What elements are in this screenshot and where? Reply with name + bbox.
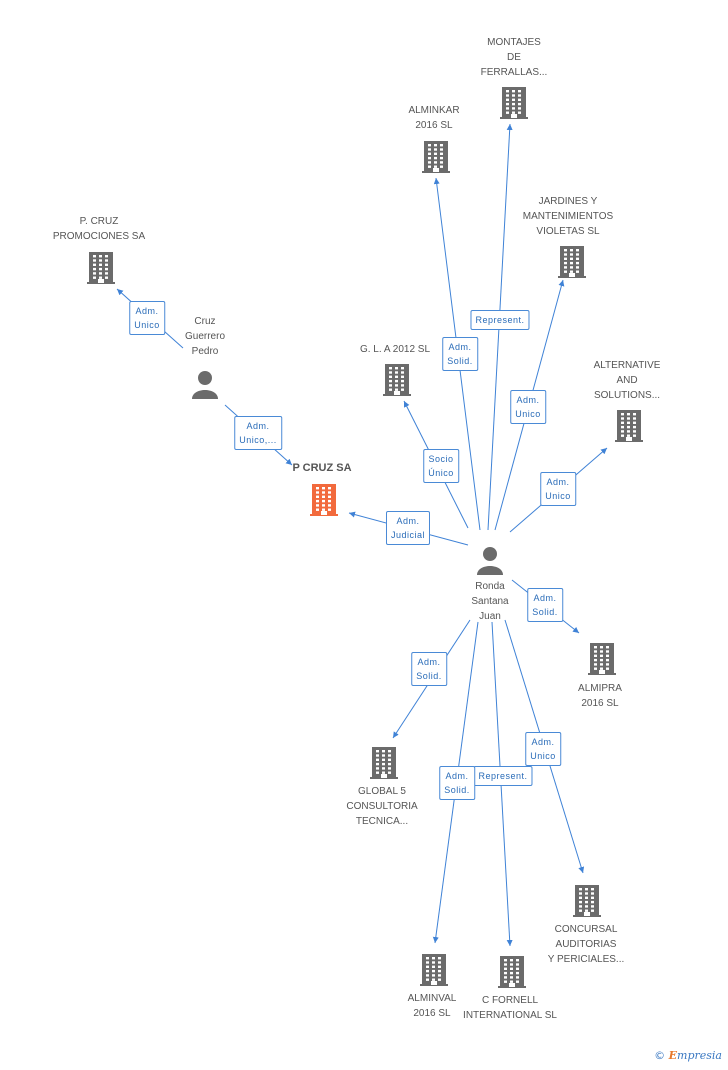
- brand-name: mpresia: [677, 1049, 722, 1062]
- edge-label-ronda-jardines: Adm. Unico: [510, 390, 546, 424]
- edge-label-ronda-alminkar: Adm. Solid.: [442, 337, 478, 371]
- building-icon-gla[interactable]: [383, 364, 411, 401]
- edge-label-cruz-promo: Adm. Unico: [129, 301, 165, 335]
- edge-label-ronda-alternative: Adm. Unico: [540, 472, 576, 506]
- edge-label-ronda-alminval: Adm. Solid.: [439, 766, 475, 800]
- node-label-almipra[interactable]: ALMIPRA 2016 SL: [578, 683, 622, 709]
- node-label-pcruz-promo[interactable]: P. CRUZ PROMOCIONES SA: [52, 216, 146, 242]
- building-icon-global5[interactable]: [370, 747, 398, 784]
- node-label-cruz[interactable]: Cruz Guerrero Pedro: [184, 316, 226, 357]
- node-label-gla[interactable]: G. L. A 2012 SL: [359, 344, 431, 355]
- building-icon-alminkar[interactable]: [422, 141, 450, 178]
- node-label-cfornell[interactable]: C FORNELL INTERNATIONAL SL: [463, 995, 557, 1021]
- edge-label-ronda-pcruz: Adm. Judicial: [385, 511, 431, 545]
- building-icon-concursal[interactable]: [573, 885, 601, 922]
- edge-label-ronda-global5: Adm. Solid.: [411, 652, 447, 686]
- building-icon-alminval[interactable]: [420, 954, 448, 991]
- node-label-global5[interactable]: GLOBAL 5 CONSULTORIA TECNICA...: [346, 786, 418, 827]
- building-icon-pcruz_promo[interactable]: [87, 252, 115, 289]
- person-icon-ronda[interactable]: [475, 545, 505, 580]
- building-icon-jardines[interactable]: [558, 246, 586, 283]
- edge-label-ronda-cfornell: Represent.: [473, 766, 533, 786]
- brand-initial: E: [668, 1049, 678, 1062]
- node-label-pcruz-sa[interactable]: P CRUZ SA: [292, 462, 352, 474]
- node-label-ronda[interactable]: Ronda Santana Juan: [471, 581, 509, 622]
- copyright-symbol: ©: [654, 1049, 666, 1062]
- node-label-montajes[interactable]: MONTAJES DE FERRALLAS...: [480, 37, 548, 78]
- node-label-alminkar[interactable]: ALMINKAR 2016 SL: [408, 105, 460, 131]
- node-label-alminval[interactable]: ALMINVAL 2016 SL: [407, 993, 457, 1019]
- node-label-jardines[interactable]: JARDINES Y MANTENIMIENTOS VIOLETAS SL: [522, 196, 614, 237]
- node-label-alternative[interactable]: ALTERNATIVE AND SOLUTIONS...: [593, 360, 661, 401]
- building-icon-pcruz_sa[interactable]: [310, 484, 338, 521]
- building-icon-montajes[interactable]: [500, 87, 528, 124]
- person-icon-cruz[interactable]: [190, 369, 220, 404]
- edge-label-ronda-concursal: Adm. Unico: [525, 732, 561, 766]
- building-icon-almipra[interactable]: [588, 643, 616, 680]
- edge-label-cruz-pcruz: Adm. Unico,...: [234, 416, 282, 450]
- building-icon-alternative[interactable]: [615, 410, 643, 447]
- node-label-concursal[interactable]: CONCURSAL AUDITORIAS Y PERICIALES...: [547, 924, 625, 965]
- brand-watermark: © Empresia: [654, 1049, 722, 1062]
- edge-label-ronda-montajes: Represent.: [470, 310, 530, 330]
- edge-label-ronda-gla: Socio Único: [423, 449, 459, 483]
- building-icon-cfornell[interactable]: [498, 956, 526, 993]
- edge-label-ronda-almipra: Adm. Solid.: [527, 588, 563, 622]
